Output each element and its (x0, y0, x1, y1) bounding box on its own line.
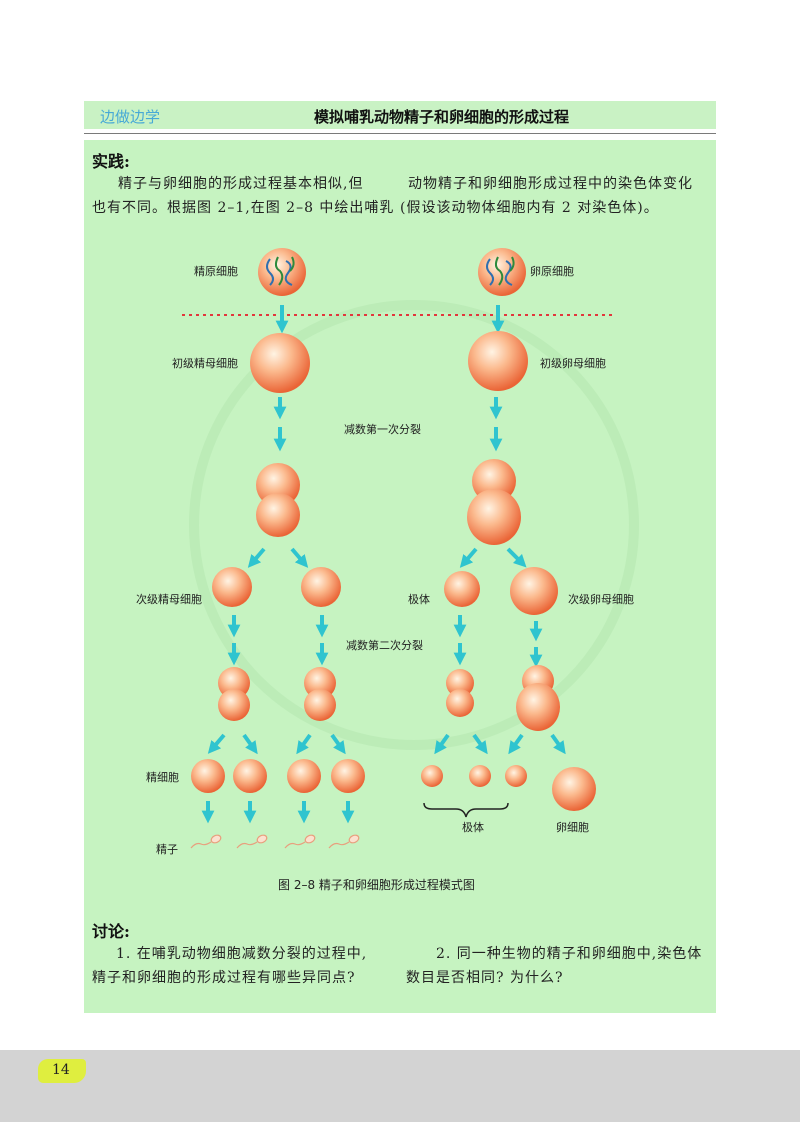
label-sperm: 精子 (156, 843, 178, 856)
arrows-stage5 (207, 733, 566, 755)
secondary-spermatocyte-cell-1 (212, 567, 252, 607)
section-header: 边做边学 模拟哺乳动物精子和卵细胞的形成过程 (84, 101, 716, 129)
section-category-label: 边做边学 (100, 108, 161, 126)
dividing-secondary-2 (304, 667, 336, 721)
egg-cell (552, 767, 596, 811)
polar-body-final-3 (505, 765, 527, 787)
discussion-q2-line2: 数目是否相同? 为什么? (406, 970, 564, 986)
polar-bodies-brace (423, 802, 509, 818)
gametogenesis-diagram: 精原细胞 卵原细胞 初级精母细胞 初级卵母细胞 减数第一次分裂 (136, 248, 639, 892)
dividing-secondary-1 (218, 667, 250, 721)
background-watermark (189, 300, 639, 750)
arrows-stage3 (247, 547, 527, 568)
practice-col2-line2: (假设该动物体细胞内有 2 对染色体)。 (400, 200, 659, 216)
discussion-q1-line2: 精子和卵细胞的形成过程有哪些异同点? (92, 970, 356, 986)
label-egg: 卵细胞 (556, 821, 589, 834)
figure-caption: 图 2–8 精子和卵细胞形成过程模式图 (278, 877, 475, 892)
oogonium-cell (478, 248, 526, 296)
arrows-stage6 (201, 801, 355, 824)
sperm-4 (328, 834, 360, 849)
arrows-stage2 (273, 397, 503, 452)
arrows-stage1 (275, 305, 505, 334)
content-panel (84, 140, 716, 1013)
section-title: 模拟哺乳动物精子和卵细胞的形成过程 (314, 108, 570, 126)
primary-spermatocyte-cell (250, 333, 310, 393)
spermatid-3 (287, 759, 321, 793)
discussion-q2-line1: 2. 同一种生物的精子和卵细胞中,染色体 (436, 946, 703, 962)
label-secondary-spermatocyte: 次级精母细胞 (136, 592, 202, 606)
primary-oocyte-cell (468, 331, 528, 391)
sperm-1 (190, 834, 222, 849)
sperm-2 (236, 834, 268, 849)
sperm-3 (284, 834, 316, 849)
spermatid-4 (331, 759, 365, 793)
practice-heading: 实践: (92, 152, 130, 171)
label-secondary-oocyte: 次级卵母细胞 (568, 592, 634, 606)
discussion-heading: 讨论: (92, 922, 130, 941)
practice-col1-line2: 也有不同。根据图 2–1,在图 2–8 中绘出哺乳 (92, 200, 395, 216)
dividing-secondary-oocyte (516, 665, 560, 731)
sperm-group (190, 834, 360, 849)
label-meiosis1: 减数第一次分裂 (344, 422, 421, 436)
label-polar-bodies: 极体 (462, 820, 484, 834)
arrows-stage4 (227, 615, 543, 668)
header-divider (84, 133, 716, 134)
dividing-oocyte (467, 459, 521, 545)
label-primary-spermatocyte: 初级精母细胞 (172, 356, 238, 370)
practice-col1-line1: 精子与卵细胞的形成过程基本相似,但 (118, 176, 364, 192)
label-spermatogonium: 精原细胞 (194, 265, 238, 278)
practice-col2-line1: 动物精子和卵细胞形成过程中的染色体变化 (408, 176, 693, 192)
page-footer (0, 1050, 800, 1122)
spermatogonium-cell (258, 248, 306, 296)
dividing-spermatocyte (256, 463, 300, 537)
secondary-oocyte-cell (510, 567, 558, 615)
label-meiosis2: 减数第二次分裂 (346, 638, 423, 652)
polar-body-final-2 (469, 765, 491, 787)
secondary-spermatocyte-cell-2 (301, 567, 341, 607)
page-number-badge (38, 1059, 86, 1083)
label-primary-oocyte: 初级卵母细胞 (540, 356, 606, 370)
label-polar-body: 极体 (408, 592, 430, 606)
polar-body-cell (444, 571, 480, 607)
page-number: 14 (52, 1062, 70, 1078)
spermatid-2 (233, 759, 267, 793)
spermatid-1 (191, 759, 225, 793)
polar-body-final-1 (421, 765, 443, 787)
dividing-polar-body (446, 669, 474, 717)
label-spermatid: 精细胞 (146, 771, 179, 784)
discussion-q1-line1: 1. 在哺乳动物细胞减数分裂的过程中, (116, 946, 368, 962)
label-oogonium: 卵原细胞 (530, 265, 574, 278)
